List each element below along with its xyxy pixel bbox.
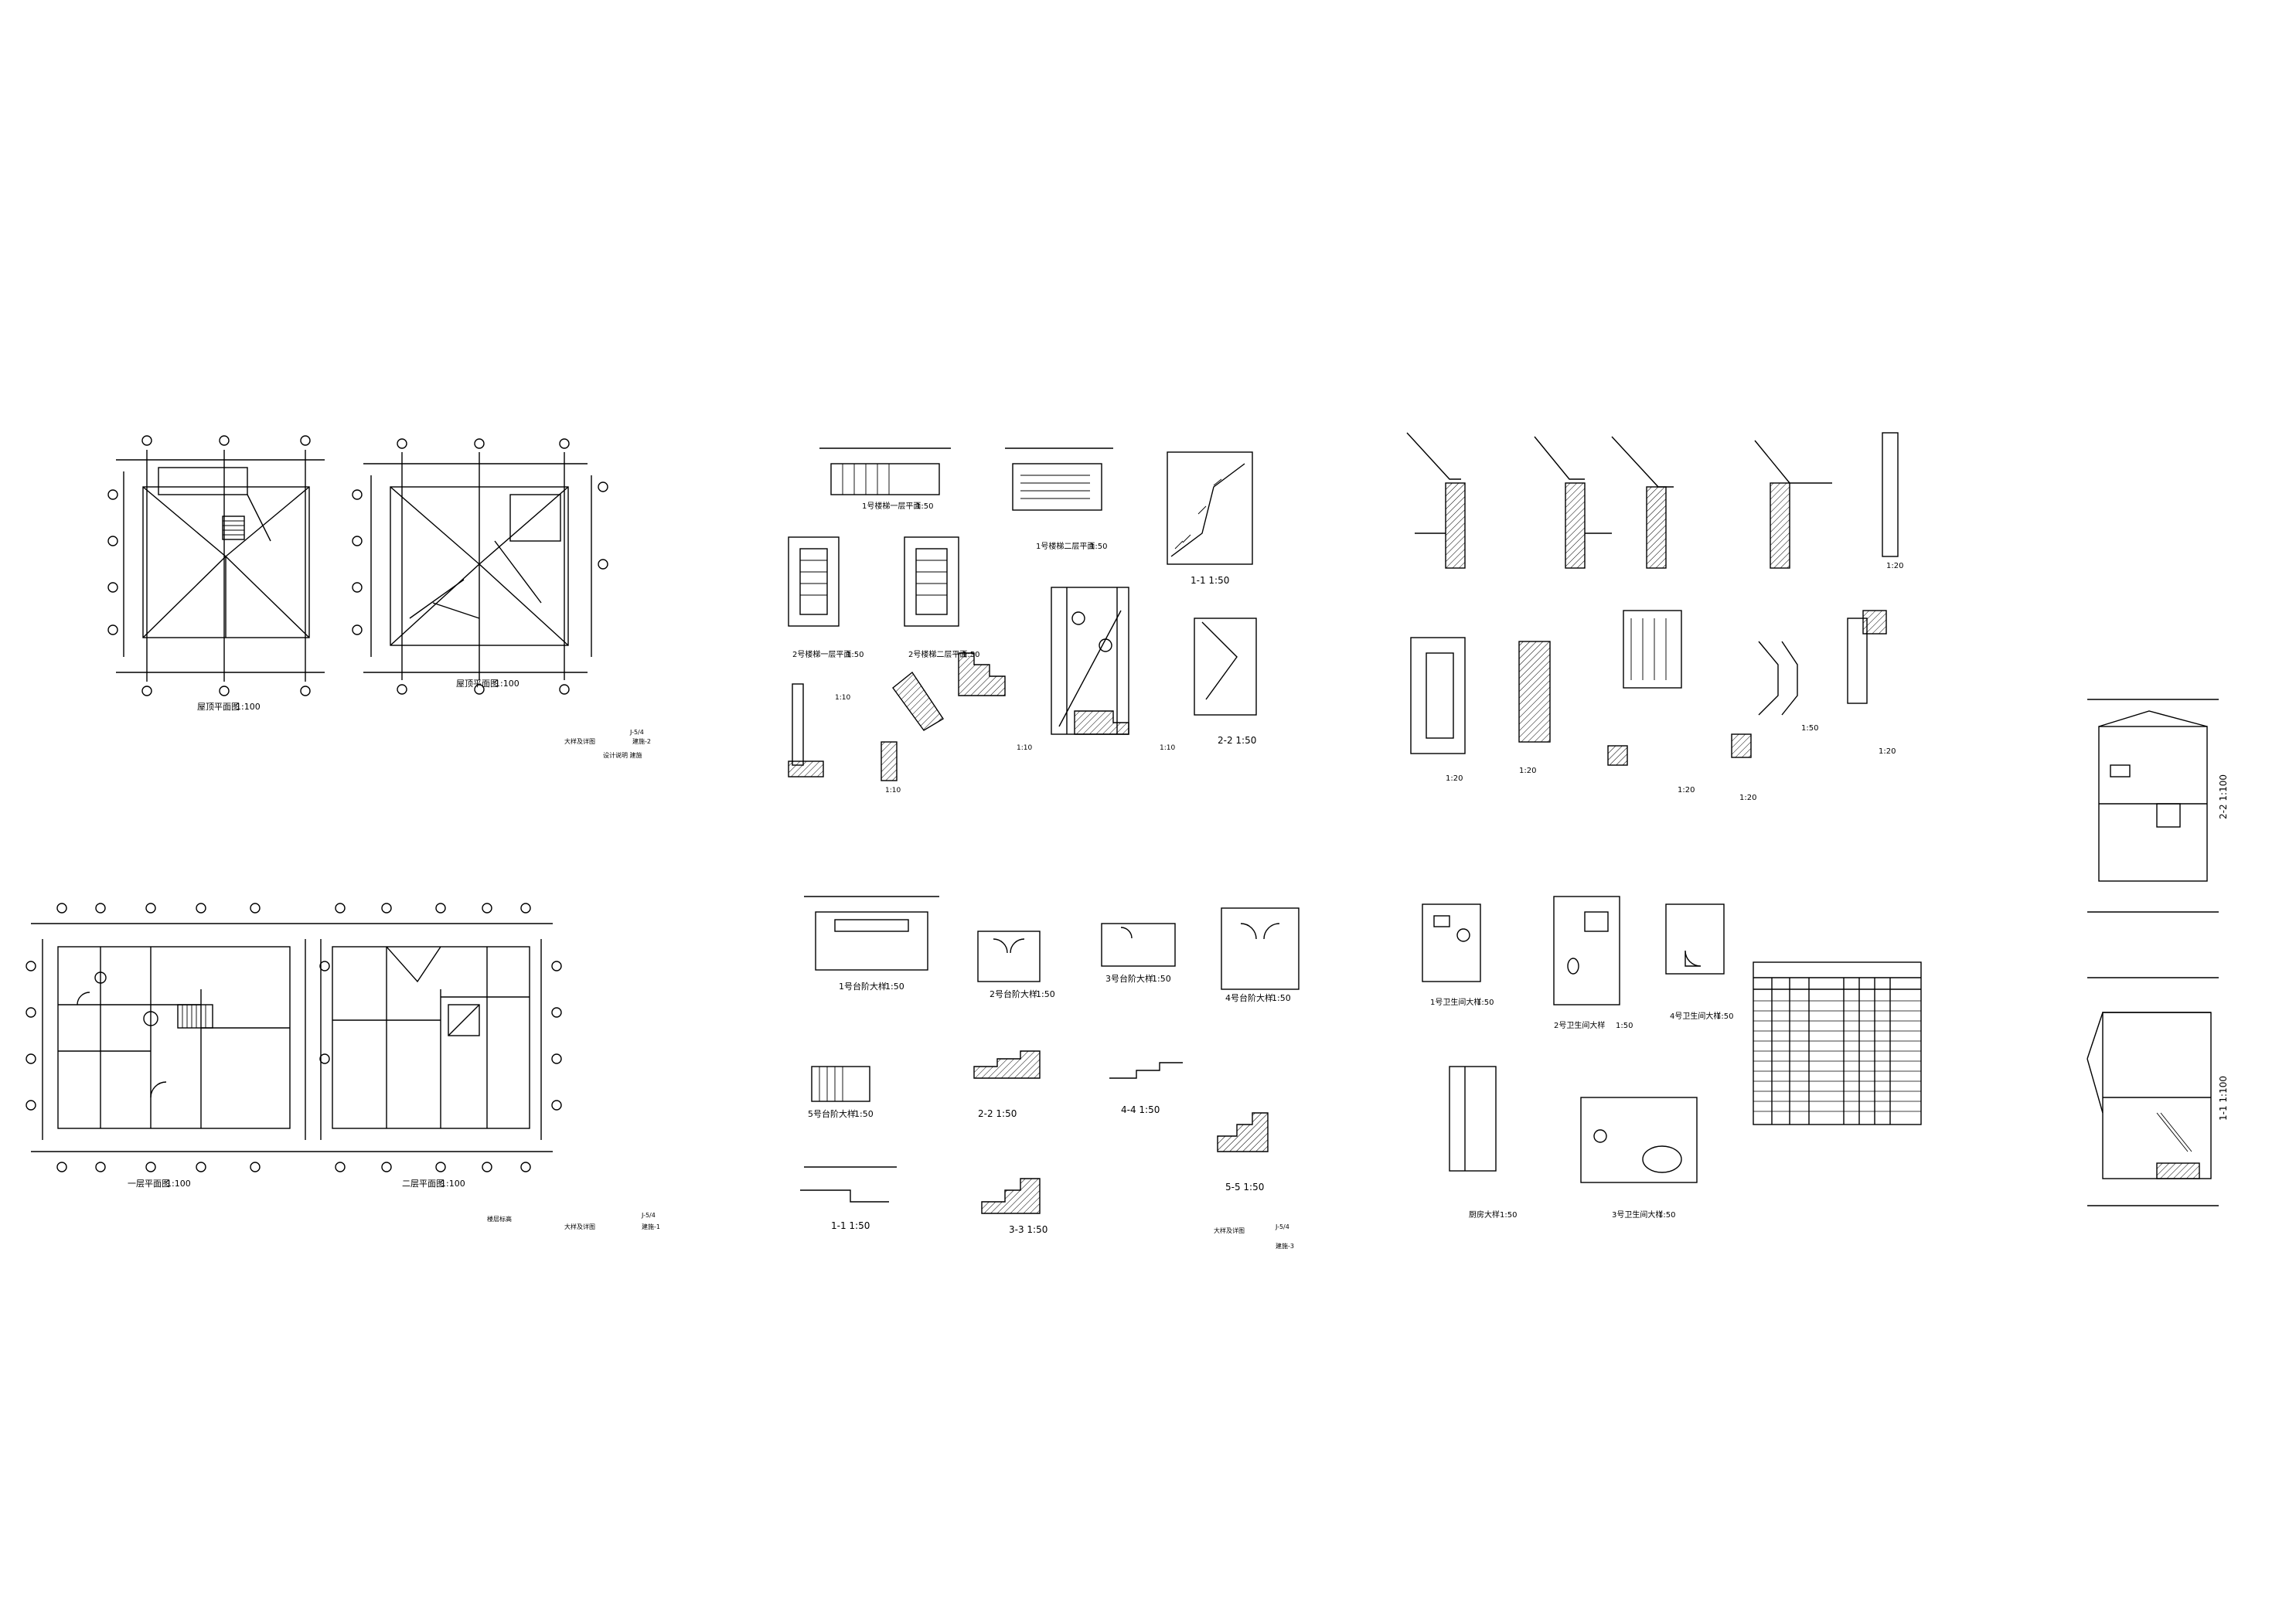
sheet-note-4: 大样及详图 [564,1223,595,1230]
eave-scale-f: 1:20 [1879,747,1896,756]
roof-plan-2-title: 屋顶平面图 [456,679,499,689]
entry-section-55: 5-5 1:50 [1225,1182,1264,1193]
entrance-details [800,896,1300,1214]
entry-section-33: 3-3 1:50 [1009,1224,1048,1235]
floor-plan-2 [309,903,562,1172]
bathroom-details [1422,896,1725,1183]
stair-plan-d-scale: 1:50 [962,651,979,659]
entry-1-title: 1号台阶大样 [839,981,887,992]
bath-4-title: 厨房大样 [1469,1210,1500,1220]
entry-5-scale: 1:50 [854,1109,874,1119]
roof-plan-2-scale: 1:100 [495,679,519,689]
sheet-note-2: 设计说明 建施 [603,751,642,759]
sheet-note-1: 大样及详图 [564,737,595,745]
eave-scale-c: 1:20 [1519,767,1536,775]
sheet-note-5: 大样及详图 [1214,1227,1245,1234]
stair-plan-b-scale: 1:50 [1090,543,1107,551]
bath-5-title: 3号卫生间大样 [1612,1210,1663,1220]
bath-3-scale: 1:50 [1716,1012,1733,1021]
sheet-code-3: 建施-3 [1276,1242,1294,1250]
entry-section-11: 1-1 1:50 [831,1220,870,1231]
eave-scale-b: 1:20 [1446,774,1463,783]
bath-5-scale: 1:50 [1658,1211,1675,1220]
eave-scale-d: 1:20 [1678,786,1695,794]
bath-2-scale: 1:50 [1616,1022,1633,1030]
entry-4-title: 4号台阶大样 [1225,992,1273,1003]
floor-plan-1 [26,903,330,1172]
entry-2-scale: 1:50 [1036,989,1055,999]
stair-plan-c-title: 2号楼梯一层平面 [792,649,851,659]
sheet-number-1: J-5/4 [629,729,644,736]
stair-plan-c-scale: 1:50 [847,651,864,659]
roof-plan-1 [107,435,325,696]
stair-section-2-label: 2-2 1:50 [1218,735,1256,746]
sheet-code-2: 建施-1 [642,1223,660,1230]
bath-3-title: 4号卫生间大样 [1670,1011,1721,1021]
entry-3-title: 3号台阶大样 [1105,973,1153,984]
stair-detail-3-scale: 1:10 [885,787,901,794]
stair-plan-a-scale: 1:50 [916,502,933,511]
building-sections [2086,699,2219,1206]
stair-plan-b-title: 1号楼梯二层平面 [1036,541,1095,551]
bath-2-title: 2号卫生间大样 [1554,1020,1605,1030]
stair-plan-a-title: 1号楼梯一层平面 [862,501,921,511]
sheet-number-2: J-5/4 [641,1212,656,1219]
entry-5-title: 5号台阶大样 [808,1108,856,1119]
floor-plan-1-title: 一层平面图 [128,1179,170,1189]
entry-section-22: 2-2 1:50 [978,1108,1017,1119]
entry-4-scale: 1:50 [1272,993,1291,1003]
floor-plan-2-scale: 1:100 [441,1179,465,1189]
stair-detail-1-scale: 1:10 [1160,744,1175,752]
section-11-label: 1-1 1:100 [2218,1076,2229,1121]
entry-3-scale: 1:50 [1152,974,1171,984]
entry-2-title: 2号台阶大样 [990,988,1037,999]
eave-scale-a: 1:20 [1886,562,1903,570]
sheet-number-3: J-5/4 [1275,1223,1289,1230]
eave-scale-g: 1:50 [1801,724,1818,733]
section-22-label: 2-2 1:100 [2218,774,2229,819]
roof-plan-2 [352,438,608,695]
stair-section-1-label: 1-1 1:50 [1191,575,1229,586]
stair-details [788,447,1257,781]
floor-plan-1-scale: 1:100 [166,1179,191,1189]
sheet-code-1: 建施-2 [632,737,651,745]
sheet-note-3: 楼层标高 [487,1215,512,1223]
bath-1-title: 1号卫生间大样 [1430,997,1481,1007]
stair-detail-2-scale: 1:10 [835,694,850,702]
entry-section-44: 4-4 1:50 [1121,1104,1160,1115]
eave-scale-e: 1:20 [1739,794,1756,802]
stair-plan-d-title: 2号楼梯二层平面 [908,649,967,659]
roof-plan-1-scale: 1:100 [236,702,261,712]
schedule-table [1753,961,1922,1125]
bath-1-scale: 1:50 [1477,999,1494,1007]
entry-1-scale: 1:50 [885,982,904,992]
eave-details [1406,432,1899,766]
floor-plan-2-title: 二层平面图 [402,1179,445,1189]
stair-detail-4-scale: 1:10 [1017,744,1032,752]
bath-4-scale: 1:50 [1500,1211,1517,1220]
roof-plan-1-title: 屋顶平面图 [197,702,240,712]
